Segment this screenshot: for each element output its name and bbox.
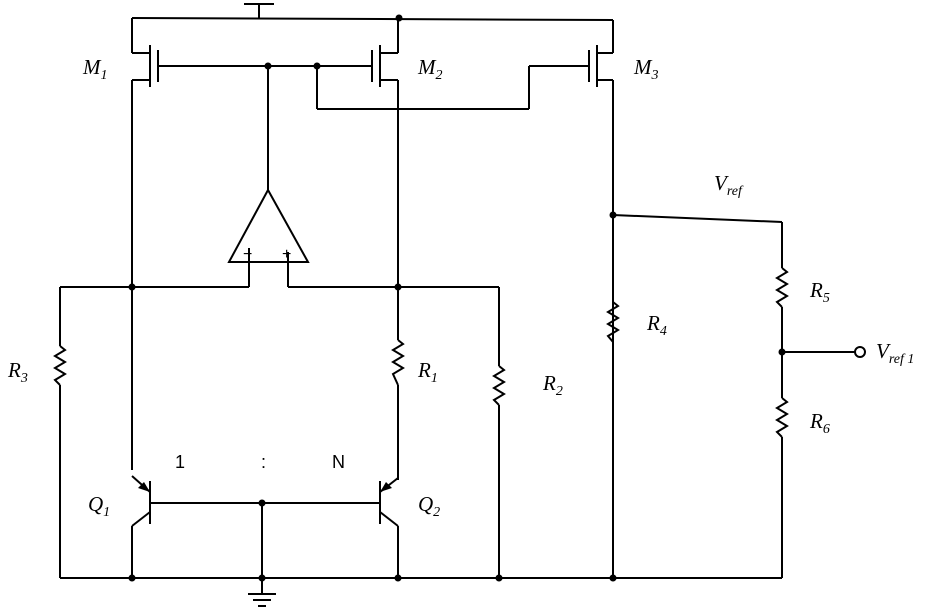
divider-r5-r6 (612, 214, 866, 578)
label-r4: R4 (646, 311, 667, 339)
label-m3: M3 (633, 55, 659, 83)
resistor-r3 (53, 286, 132, 578)
ground-rail (60, 577, 782, 607)
label-r2: R2 (542, 371, 563, 399)
junction-dots (128, 14, 786, 582)
label-q1: Q1 (88, 492, 110, 520)
transistor-q1 (131, 475, 380, 578)
label-r5: R5 (809, 278, 830, 306)
supply-rail (131, 3, 614, 21)
gate-bias-wire (316, 66, 530, 110)
label-q2: Q2 (418, 492, 440, 520)
opamp-plus-sign: + (282, 246, 291, 263)
opamp-minus-sign: − (243, 246, 252, 263)
transistor-m1 (131, 18, 268, 470)
resistor-r4 (606, 301, 620, 343)
ratio-colon: : (261, 452, 266, 472)
transistor-q2 (379, 477, 399, 578)
resistor-r2 (398, 286, 506, 578)
ratio-left: 1 (175, 452, 185, 472)
label-r3: R3 (7, 358, 28, 386)
transistor-m2 (268, 18, 399, 340)
label-m1: M1 (82, 55, 108, 83)
label-m2: M2 (417, 55, 443, 83)
vref1-terminal (854, 346, 866, 358)
label-vref: Vref (714, 171, 744, 199)
resistor-r1 (391, 339, 405, 480)
op-amp: − + (132, 66, 398, 288)
label-vref1: Vref 1 (876, 339, 914, 367)
transistor-m3 (529, 20, 614, 578)
ratio-right: N (332, 452, 345, 472)
label-r6: R6 (809, 409, 830, 437)
label-r1: R1 (417, 358, 438, 386)
